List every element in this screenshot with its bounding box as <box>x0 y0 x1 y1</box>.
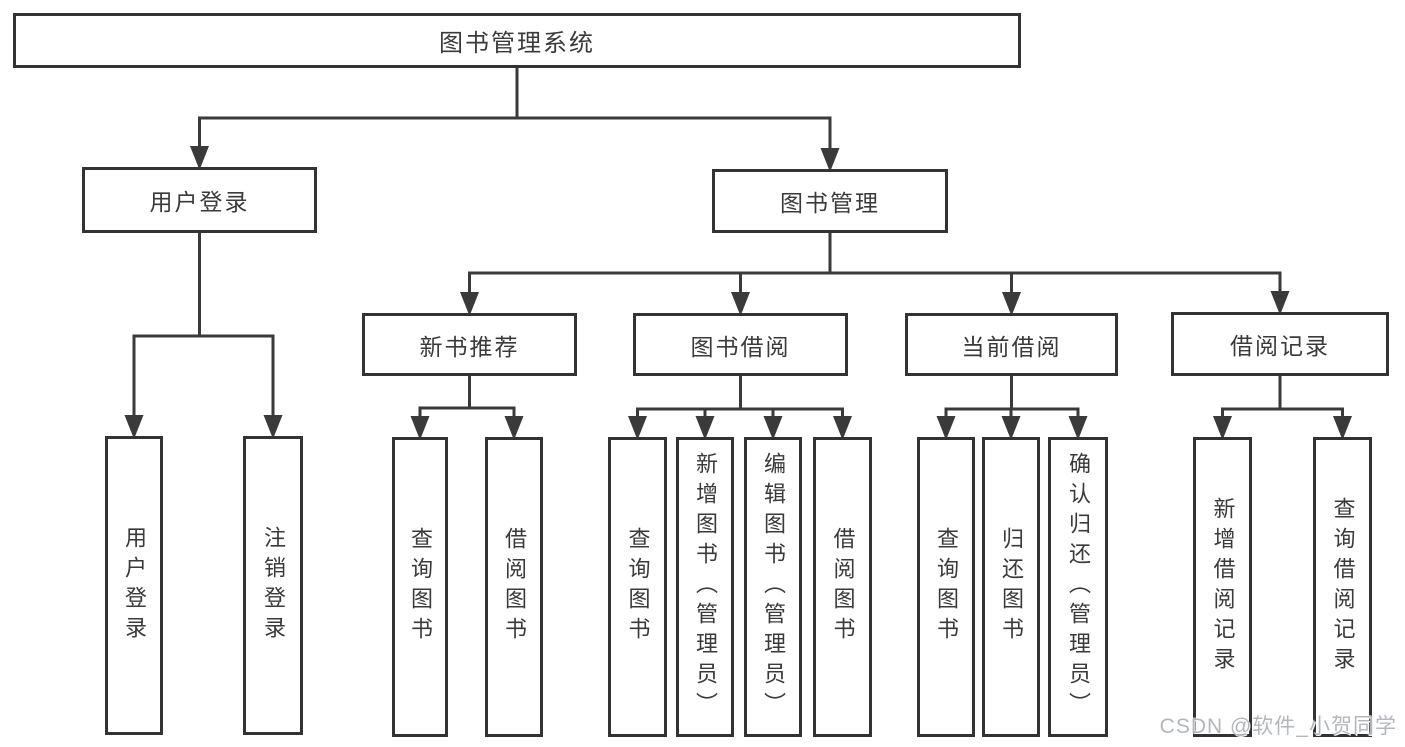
node-label: 用户登录 <box>122 525 147 646</box>
node-leaf-rec-query: 查询图书 <box>392 437 448 737</box>
node-leaf-br-add: 新增借阅记录 <box>1193 437 1252 737</box>
node-leaf-cb-query: 查询图书 <box>917 437 975 737</box>
watermark: CSDN @软件_小贺同学 <box>1159 715 1397 738</box>
node-leaf-cb-confirm: 确认归还（管理员） <box>1048 437 1108 737</box>
node-label: 查询图书 <box>934 527 959 647</box>
node-leaf-cb-return: 归还图书 <box>982 437 1040 737</box>
node-label: 新书推荐 <box>419 333 520 360</box>
node-label: 查询图书 <box>408 527 433 647</box>
node-root: 图书管理系统 <box>13 13 1021 68</box>
node-label: 图书管理系统 <box>439 30 595 57</box>
node-leaf-bb-borrow: 借阅图书 <box>813 437 872 737</box>
node-label: 用户登录 <box>149 189 250 215</box>
node-leaf-bb-edit: 编辑图书（管理员） <box>744 437 802 737</box>
node-label: 查询图书 <box>625 527 651 647</box>
node-label: 注销登录 <box>261 525 286 646</box>
node-label: 借阅记录 <box>1230 333 1330 359</box>
node-label: 编辑图书（管理员） <box>761 452 786 722</box>
node-label: 新增图书（管理员） <box>693 452 718 722</box>
node-leaf-logout: 注销登录 <box>243 436 303 735</box>
node-leaf-rec-borrow: 借阅图书 <box>485 437 543 737</box>
node-current-borrow: 当前借阅 <box>905 313 1118 376</box>
node-label: 借阅图书 <box>502 527 527 647</box>
node-leaf-br-query: 查询借阅记录 <box>1313 437 1372 737</box>
node-leaf-bb-add: 新增图书（管理员） <box>676 437 734 737</box>
node-leaf-bb-query: 查询图书 <box>608 437 667 737</box>
node-label: 图书借阅 <box>690 333 791 360</box>
node-label: 确认归还（管理员） <box>1066 452 1091 722</box>
node-label: 当前借阅 <box>961 333 1062 360</box>
node-new-book-rec: 新书推荐 <box>362 313 577 376</box>
node-label: 借阅图书 <box>830 527 856 647</box>
node-book-borrow: 图书借阅 <box>633 313 848 376</box>
node-book-mgmt: 图书管理 <box>712 169 948 233</box>
node-label: 查询借阅记录 <box>1330 497 1356 677</box>
node-borrow-records: 借阅记录 <box>1171 312 1389 376</box>
node-label: 新增借阅记录 <box>1210 497 1236 677</box>
node-label: 图书管理 <box>780 190 880 216</box>
node-label: 归还图书 <box>999 527 1024 647</box>
node-leaf-user-login: 用户登录 <box>105 436 163 735</box>
node-user-login: 用户登录 <box>82 167 317 233</box>
